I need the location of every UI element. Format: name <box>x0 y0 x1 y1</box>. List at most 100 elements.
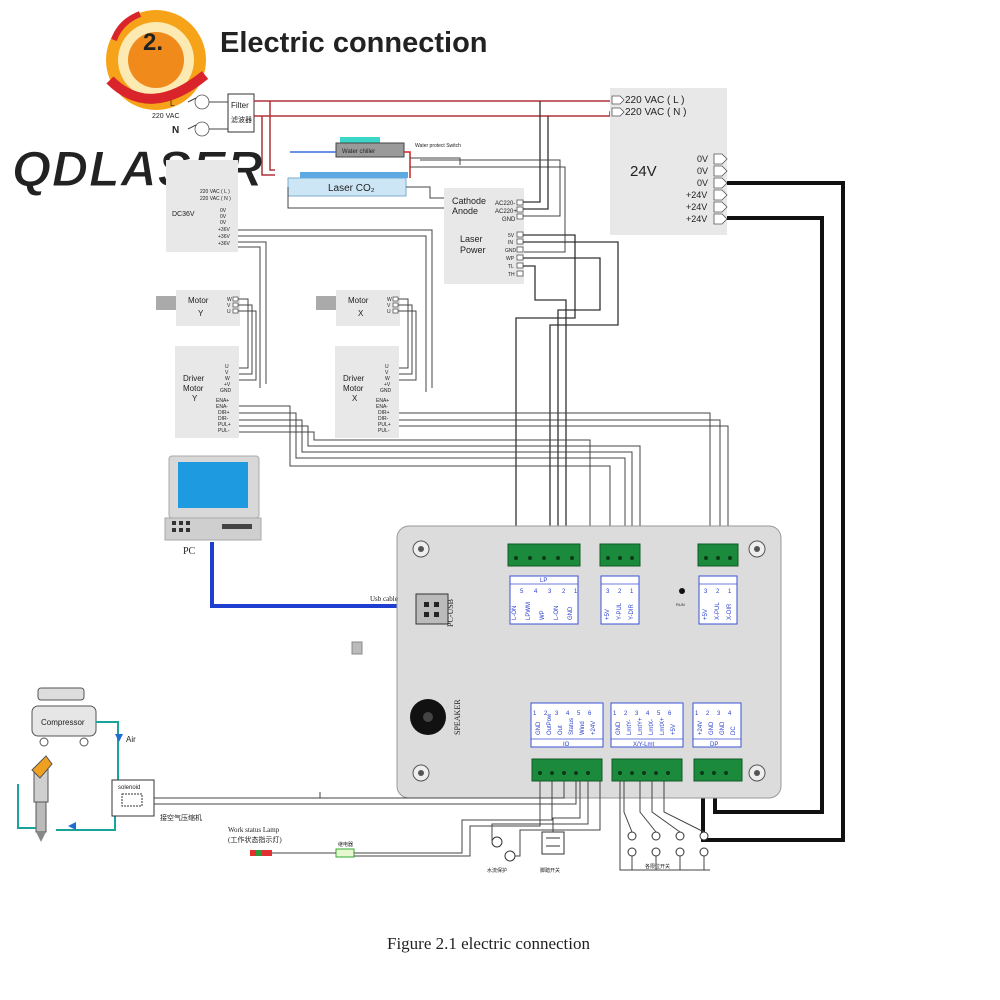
status-lamp-line2: (工作状态指示灯) <box>228 835 282 844</box>
pinout-lmt-num-1: 1 <box>613 711 617 717</box>
driver-motor-x: Driver Motor X U V W +V GND ENA+ ENA- DI… <box>335 346 399 438</box>
pinout-io-pin-4: Status <box>569 718 575 735</box>
pinout-io-num-1: 1 <box>533 711 537 717</box>
page-title: Electric connection <box>220 27 488 59</box>
pinout-io-pin-2: OutPow <box>547 713 553 735</box>
pinout-pwr-num-2: 2 <box>706 711 710 717</box>
pinout-y-num-1: 3 <box>606 589 610 595</box>
motor-y-line2: Y <box>198 309 204 318</box>
pinout-x: +5V X-PUL X-DIR 3 2 1 <box>698 575 738 625</box>
status-lamp: Work status Lamp (工作状态指示灯) 继电器 <box>228 826 355 858</box>
driver-y-line3: Y <box>192 394 198 403</box>
dc36v-out-4: +36V <box>218 227 230 233</box>
solenoid-label: solenoid <box>118 785 140 791</box>
section-number: 2. <box>143 29 163 56</box>
driver-y-pin-pulp: PUL+ <box>218 422 231 428</box>
pinout-pwr-pin-1: +24V <box>698 721 704 735</box>
pinout-x-num-1: 3 <box>704 589 708 595</box>
pinout-lmt-tag: X/Y-Lmt <box>633 742 654 748</box>
motor-x: Motor X W V U <box>316 290 400 326</box>
motor-x-pin-w: W <box>387 297 392 303</box>
psu-out-2: 0V <box>697 166 708 176</box>
speaker-label: SPEAKER <box>453 699 462 735</box>
dc36v-out-2: 0V <box>220 214 227 220</box>
pinout-y-pin-2: Y-PUL <box>617 602 623 620</box>
driver-x-pin-v: V <box>385 370 389 376</box>
dc36v-out-5: +36V <box>218 234 230 240</box>
water-chiller: Water chiller Water protect Switch <box>335 137 461 158</box>
controller-board: Usb cable PC-USB SPEAKER RUN <box>370 525 782 799</box>
laser-power-anode: Anode <box>452 206 478 216</box>
driver-y-pin-dirn: DIR- <box>218 416 229 422</box>
pinout-pwr-pin-4: DC <box>731 726 737 735</box>
motor-y-box <box>176 290 240 326</box>
pinout-lmt-num-6: 6 <box>668 711 672 717</box>
limit-switch-label: 各限位开关 <box>645 863 670 870</box>
pinout-laser-num-3: 3 <box>548 589 552 595</box>
pinout-power: +24V GND GND DC 1 2 3 4 DP <box>692 702 742 748</box>
status-lamp-line1: Work status Lamp <box>228 826 280 834</box>
dc36v-out-1: 0V <box>220 208 227 214</box>
foot-switch-label: 脚踏开关 <box>540 867 560 874</box>
figure-caption: Figure 2.1 electric connection <box>387 934 590 953</box>
motor-y-line1: Motor <box>188 296 209 305</box>
psu-title: 24V <box>630 163 657 180</box>
laser-power-cathode: Cathode <box>452 196 486 206</box>
pinout-lmt-num-2: 2 <box>624 711 628 717</box>
usb-cable-label: Usb cable <box>370 595 398 603</box>
pinout-y: +5V Y-PUL Y-DIR 3 2 1 <box>600 575 640 625</box>
driver-y-pin-gnd: GND <box>220 388 232 394</box>
psu-dc36v: 220 VAC ( L ) 220 VAC ( N ) DC36V 0V 0V … <box>166 160 238 252</box>
dc36v-out-3: 0V <box>220 220 227 226</box>
driver-x-pin-dirp: DIR+ <box>378 410 390 416</box>
driver-y-pin-plusv: +V <box>224 382 231 388</box>
air-label: Air <box>126 735 136 744</box>
dc36v-input-n: 220 VAC ( N ) <box>200 196 231 202</box>
mains-input: L N 220 VAC Filter 滤波器 <box>152 93 255 137</box>
pc-label: PC <box>183 546 196 557</box>
chiller-protect-label: Water protect Switch <box>415 143 461 149</box>
pinout-laser-pin-2: LPWM <box>526 602 532 620</box>
controller-board-body <box>396 525 782 799</box>
pinout-laser-tag: LP <box>540 578 547 584</box>
motor-y-pin-w: W <box>227 297 232 303</box>
limit-switches: 各限位开关 <box>619 781 710 871</box>
pinout-pwr-num-3: 3 <box>717 711 721 717</box>
pinout-lmt-pin-1: GND <box>616 721 622 735</box>
pinout-io-num-5: 5 <box>577 711 581 717</box>
motor-y: Motor Y W V U <box>156 290 240 326</box>
dc36v-title: DC36V <box>172 211 195 218</box>
pinout-io-num-2: 2 <box>544 711 548 717</box>
laser-head-icon <box>31 755 53 842</box>
pinout-laser-num-4: 2 <box>562 589 566 595</box>
psu-input-n: 220 VAC ( N ) <box>625 107 687 118</box>
psu-out-5: +24V <box>686 202 707 212</box>
pinout-lmt-pin-2: LmtY- <box>627 720 633 735</box>
solenoid-note: 接空气压缩机 <box>160 813 202 822</box>
driver-y-box <box>175 346 239 438</box>
laser-power-pin-gnd: GND <box>505 248 517 254</box>
motor-y-pin-u: U <box>227 309 231 315</box>
laser-tube-label: Laser CO₂ <box>328 183 375 194</box>
laser-power-supply: Cathode Anode AC220- AC220+ GND Laser Po… <box>444 188 524 284</box>
sun-logo-icon <box>106 10 209 110</box>
driver-x-pin-enan: ENA- <box>376 404 388 410</box>
pinout-pwr-num-1: 1 <box>695 711 699 717</box>
psu-out-3: 0V <box>697 178 708 188</box>
water-switch-label: 水流保护 <box>487 867 507 874</box>
pinout-limits: GND LmtY- LmtY+ LmtX- LmtX+ +5V 1 2 3 4 … <box>610 702 684 748</box>
mains-label-n: N <box>172 125 179 136</box>
motor-x-pin-v: V <box>387 303 391 309</box>
laser-power-box <box>444 188 524 284</box>
pinout-io-pin-5: Wind <box>580 721 586 735</box>
compressor-label: Compressor <box>41 718 85 727</box>
driver-y-pin-enap: ENA+ <box>216 398 229 404</box>
compressor-icon: Compressor <box>31 687 97 747</box>
pinout-io-pin-6: +24V <box>591 721 597 735</box>
pinout-io-pin-3: Out <box>558 725 564 735</box>
driver-x-line1: Driver <box>343 374 365 383</box>
pinout-io-pin-1: GND <box>536 721 542 735</box>
dc36v-input-l: 220 VAC ( L ) <box>200 189 230 195</box>
driver-motor-y: Driver Motor Y U V W +V GND ENA+ ENA- DI… <box>175 346 239 438</box>
